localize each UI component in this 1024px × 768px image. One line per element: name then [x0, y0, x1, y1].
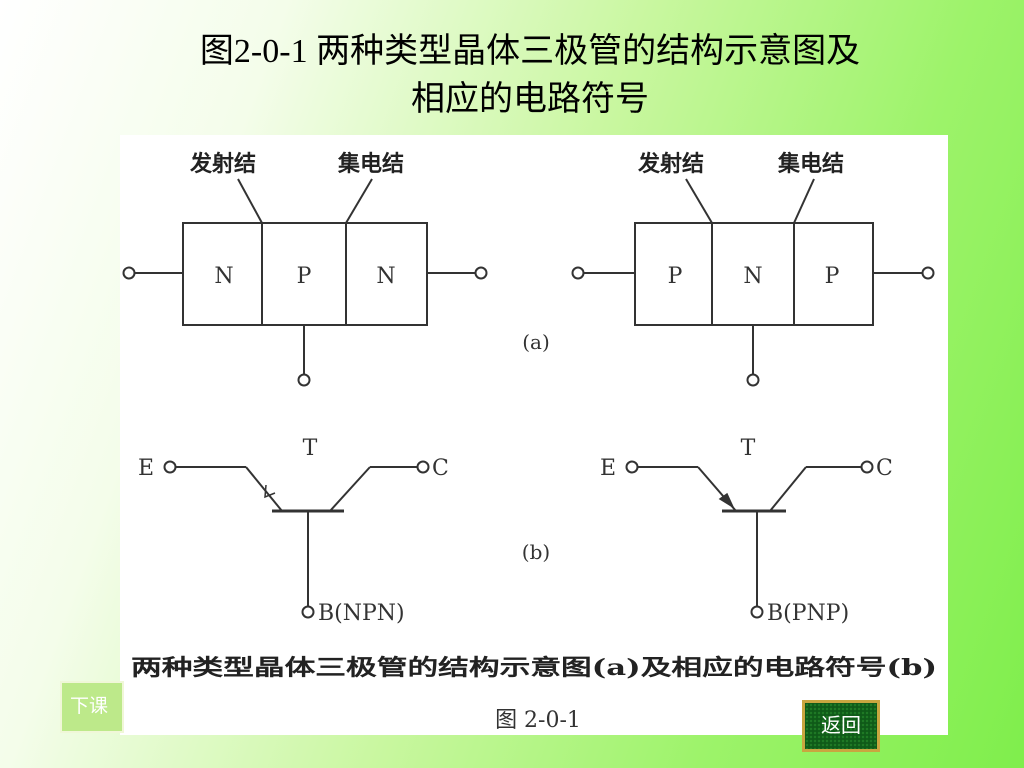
pnp-collector-junction-pointer [793, 178, 815, 224]
pnp-left-terminal [571, 266, 585, 280]
npn-base-label: B(NPN) [318, 601, 405, 626]
pnp-collector-label: C [876, 456, 893, 481]
npn-region-2: P [297, 264, 312, 289]
pnp-structure-diagram: 发射结 集电结 P N P [571, 151, 935, 387]
npn-base-terminal-b [301, 605, 315, 619]
npn-collector-terminal [416, 460, 430, 474]
back-button[interactable]: 返回 [802, 700, 880, 752]
pnp-circuit-symbol: T E C B(PNP) [600, 436, 893, 626]
pnp-emitter-junction-pointer [685, 178, 713, 224]
npn-collector-lead [329, 466, 371, 512]
npn-emitter-junction-label: 发射结 [189, 151, 256, 177]
pnp-right-terminal [921, 266, 935, 280]
pnp-symbol-t-label: T [741, 436, 756, 461]
slide-title-line2: 相应的电路符号 [411, 81, 649, 118]
npn-region-1: N [214, 264, 233, 289]
npn-left-terminal [122, 266, 136, 280]
npn-emitter-terminal [163, 460, 177, 474]
npn-emitter-junction-pointer [237, 178, 263, 224]
next-class-button[interactable]: 下课 [60, 681, 124, 733]
part-a-caption: (a) [522, 330, 550, 354]
part-b-caption: (b) [522, 540, 550, 564]
pnp-emitter-junction-label: 发射结 [637, 151, 704, 177]
pnp-base-label: B(PNP) [767, 601, 849, 626]
npn-collector-label: C [432, 456, 449, 481]
npn-collector-junction-pointer [345, 178, 373, 224]
slide-title: 图2-0-1 两种类型晶体三极管的结构示意图及 相应的电路符号 [0, 28, 1024, 124]
npn-circuit-symbol: T E C B(NPN) [138, 436, 449, 626]
pnp-region-1: P [668, 264, 683, 289]
figure-number: 图 2-0-1 [495, 708, 581, 733]
npn-region-3: N [376, 264, 395, 289]
transistor-figure: 发射结 集电结 N P N 发射结 集电结 P [120, 135, 948, 735]
npn-collector-junction-label: 集电结 [337, 151, 404, 177]
pnp-base-terminal [746, 373, 760, 387]
pnp-collector-junction-label: 集电结 [777, 151, 844, 177]
figure-caption: 两种类型晶体三极管的结构示意图(a)及相应的电路符号(b) [131, 655, 937, 681]
slide-title-line1: 图2-0-1 两种类型晶体三极管的结构示意图及 [199, 33, 861, 70]
pnp-emitter-terminal [625, 460, 639, 474]
npn-base-terminal [297, 373, 311, 387]
npn-emitter-lead [245, 466, 283, 512]
pnp-region-3: P [825, 264, 840, 289]
npn-right-terminal [474, 266, 488, 280]
npn-emitter-arrow [264, 484, 276, 499]
pnp-region-2: N [743, 264, 762, 289]
npn-emitter-label: E [138, 456, 154, 481]
npn-symbol-t-label: T [303, 436, 318, 461]
pnp-collector-lead [769, 466, 807, 512]
pnp-collector-terminal [860, 460, 874, 474]
pnp-base-terminal-b [750, 605, 764, 619]
pnp-emitter-label: E [600, 456, 616, 481]
pnp-emitter-arrow [718, 492, 735, 509]
npn-structure-diagram: 发射结 集电结 N P N [122, 151, 488, 387]
